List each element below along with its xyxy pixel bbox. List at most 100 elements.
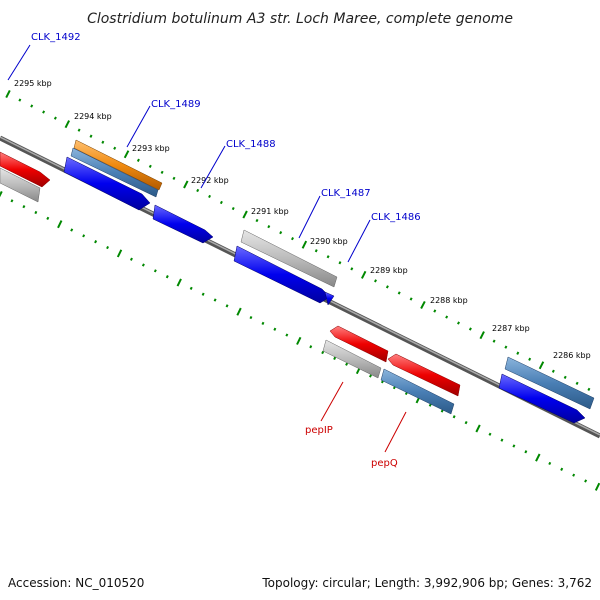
minor-tick <box>452 415 456 419</box>
minor-tick <box>219 200 223 205</box>
minor-tick <box>172 176 176 180</box>
gene-clk1492-red[interactable] <box>0 151 51 188</box>
minor-tick <box>321 350 325 355</box>
major-tick <box>301 240 308 249</box>
minor-tick <box>345 362 349 366</box>
minor-tick <box>468 327 472 331</box>
gene-clk1489-steel[interactable] <box>70 147 159 198</box>
minor-tick <box>369 374 372 378</box>
gene-pepip-red[interactable] <box>329 325 389 363</box>
minor-tick <box>82 234 86 238</box>
minor-tick <box>189 286 193 290</box>
minor-tick <box>273 327 277 331</box>
major-tick <box>236 307 242 316</box>
major-tick <box>64 120 70 129</box>
minor-tick <box>267 225 271 229</box>
label-clk1487[interactable]: CLK_1487 <box>321 188 371 199</box>
minor-tick <box>106 245 110 250</box>
minor-tick <box>433 309 437 313</box>
tick-label-2289: 2289 kbp <box>370 266 408 275</box>
tick-label-2294: 2294 kbp <box>74 112 112 121</box>
label-clk1489[interactable]: CLK_1489 <box>151 99 201 110</box>
label-pepip[interactable]: pepIP <box>305 425 333 436</box>
gene-right-steel[interactable] <box>504 356 595 410</box>
minor-tick <box>563 375 567 379</box>
minor-tick <box>46 216 50 220</box>
minor-tick <box>385 285 389 289</box>
gene-clk1487-gray[interactable] <box>240 229 338 288</box>
minor-tick <box>136 158 140 162</box>
gene-pepq-red[interactable] <box>387 353 461 397</box>
forward-strand-genes <box>0 139 595 424</box>
minor-tick <box>249 315 253 320</box>
minor-tick <box>261 321 265 326</box>
minor-tick <box>70 228 74 232</box>
gene-right-blue[interactable] <box>498 373 586 424</box>
minor-tick <box>309 345 313 349</box>
tick-label-2293: 2293 kbp <box>132 144 170 153</box>
major-tick <box>538 361 545 370</box>
major-tick <box>5 89 11 99</box>
minor-tick <box>53 116 57 120</box>
minor-tick <box>548 461 552 466</box>
minor-tick <box>575 381 579 385</box>
minor-tick <box>77 128 81 132</box>
minor-tick <box>89 134 93 138</box>
major-tick <box>116 249 123 258</box>
minor-tick <box>22 205 26 209</box>
minor-tick <box>409 297 413 301</box>
minor-tick <box>148 164 152 168</box>
minor-tick <box>587 387 591 391</box>
minor-tick <box>464 420 468 425</box>
minor-tick <box>333 356 337 361</box>
gene-left-gray[interactable] <box>0 167 41 203</box>
reverse-strand-genes <box>322 325 461 415</box>
label-pepq[interactable]: pepQ <box>371 458 398 469</box>
minor-tick <box>350 267 354 271</box>
minor-tick <box>160 170 164 174</box>
label-clk1492[interactable]: CLK_1492 <box>31 32 81 43</box>
minor-tick <box>397 291 401 295</box>
minor-tick <box>504 345 508 349</box>
minor-tick <box>94 240 98 244</box>
gene-pepip-gray[interactable] <box>322 339 382 379</box>
minor-tick <box>560 467 564 471</box>
label-clk1488[interactable]: CLK_1488 <box>226 139 276 150</box>
tick-label-2295: 2295 kbp <box>14 79 52 88</box>
gene-clk1486-blue[interactable] <box>324 291 335 306</box>
major-tick <box>361 270 367 279</box>
gene-pepq-steel[interactable] <box>380 368 455 415</box>
map-title: Clostridium botulinum A3 str. Loch Maree… <box>87 11 513 27</box>
minor-tick <box>488 432 492 436</box>
minor-tick <box>113 146 117 150</box>
minor-tick <box>374 279 377 283</box>
outer-tick-ruler <box>5 89 591 391</box>
minor-tick <box>512 444 516 448</box>
minor-tick <box>279 231 283 235</box>
tick-label-2288: 2288 kbp <box>430 296 468 305</box>
major-tick <box>242 210 248 219</box>
tick-label-2290: 2290 kbp <box>310 237 348 246</box>
gene-clk1487-blue[interactable] <box>233 245 331 304</box>
major-tick <box>123 150 130 159</box>
major-tick <box>176 278 182 287</box>
gene-clk1489-orange[interactable] <box>73 139 163 191</box>
minor-tick <box>584 479 588 483</box>
gene-clk1488-blue[interactable] <box>152 204 214 244</box>
minor-tick <box>551 369 555 373</box>
major-tick <box>0 190 3 198</box>
gene-clk1489-blue[interactable] <box>63 156 151 211</box>
minor-tick <box>445 315 449 319</box>
accession-text: Accession: NC_010520 <box>8 576 145 590</box>
minor-tick <box>572 473 576 477</box>
label-clk1486[interactable]: CLK_1486 <box>371 212 421 223</box>
minor-tick <box>255 218 259 223</box>
minor-tick <box>338 261 342 265</box>
tick-label-2287: 2287 kbp <box>492 324 530 333</box>
major-tick <box>420 300 426 309</box>
minor-tick <box>285 333 289 337</box>
minor-tick <box>231 206 235 211</box>
minor-tick <box>153 269 157 273</box>
